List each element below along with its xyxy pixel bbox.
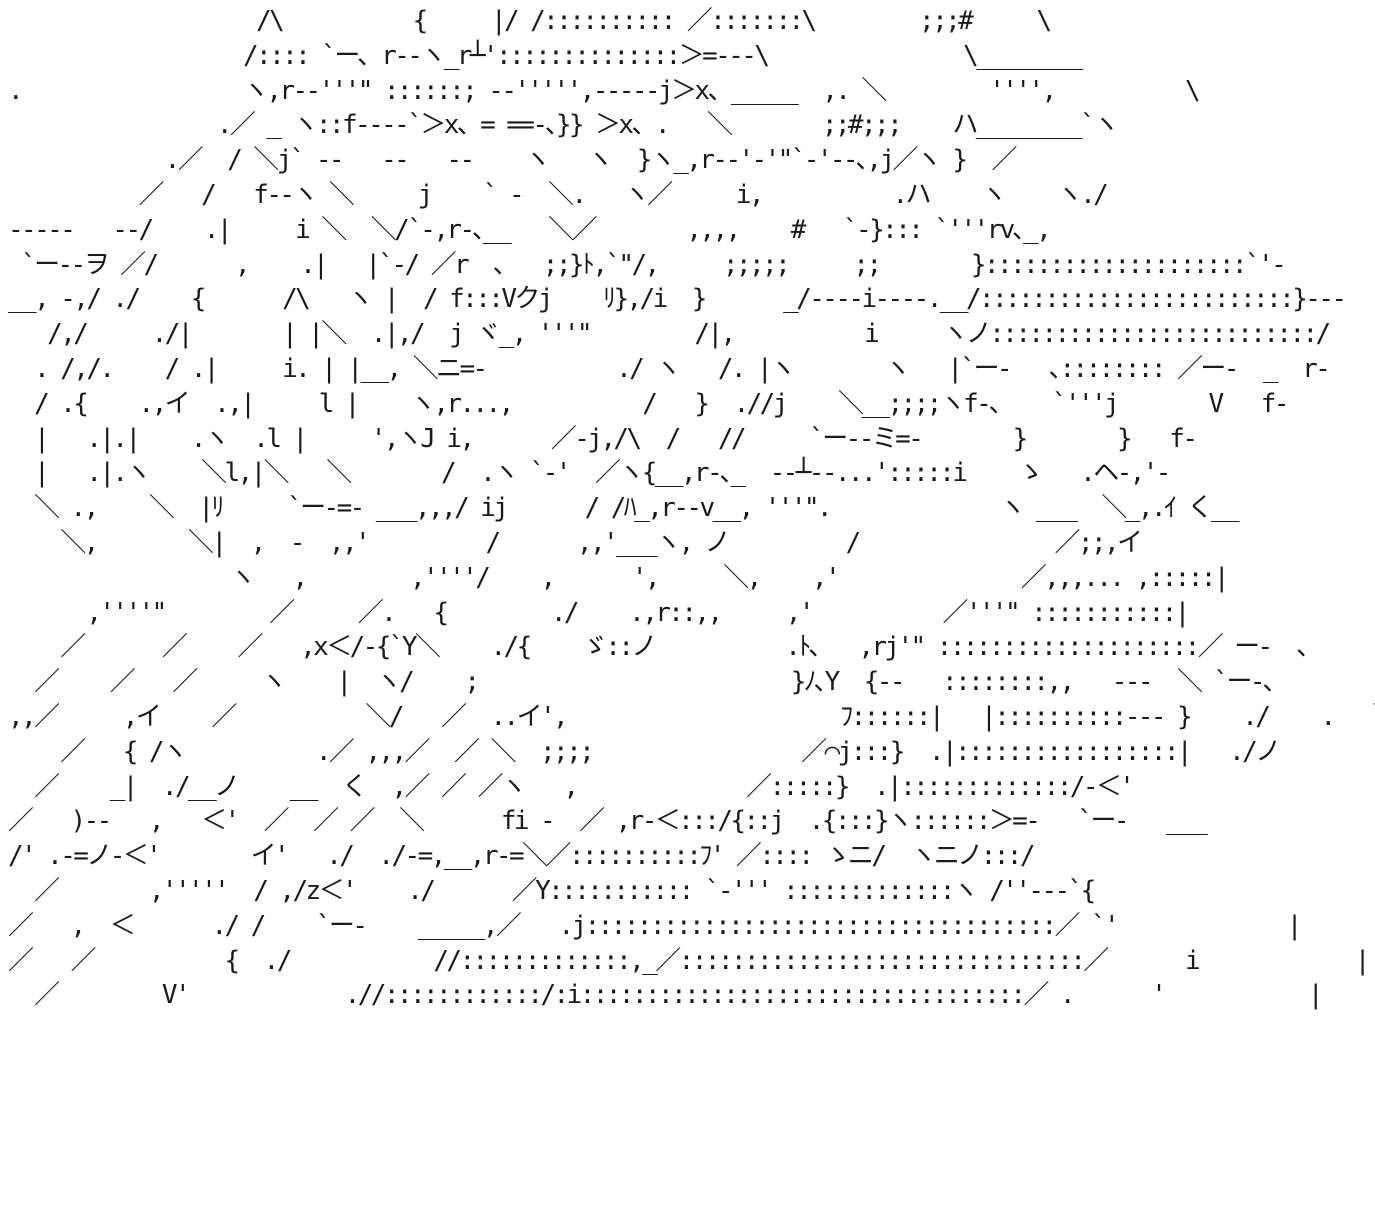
ascii-art-line: ＼ ., ＼ |ﾘ `ー‐=‐ ___,,,/ ij / /ﾊ_,r‐‐v__,… bbox=[8, 493, 1239, 524]
ascii-art-line: .／ _ ヽ::f‐‐‐‐`＞x、= ==‐､}} ＞x、. ＼ ;;#;;; … bbox=[8, 110, 1119, 141]
ascii-art-line: ／ )‐‐ , ＜' ／ ／ ／ ＼ fi ‐ ／ ,r‐＜:::/{::j .… bbox=[8, 806, 1208, 837]
ascii-art-line: ヽ , ,''''/ , ', ＼, ,' ／,,,... ,:::::| bbox=[8, 562, 1230, 593]
ascii-art-line: ／ ／ ／ ,x＜/‐{`Y＼ ./{ ゞ::ノ .ﾄ､ ,rj'" :::::… bbox=[8, 632, 1310, 663]
ascii-art-line: ＼, ＼| , ‐ ,,' / ,,'___ヽ, ノ / ／;;,イ bbox=[8, 527, 1143, 558]
ascii-art-line: / .{ .,イ .,| l | ヽ,r..., / } .//j ＼__;;;… bbox=[8, 388, 1289, 419]
ascii-art-line: ／ ／ { ./ //:::::::::::::,_／:::::::::::::… bbox=[8, 945, 1370, 976]
ascii-art-line: ‐‐‐-- ‐‐/ .| i ＼ ＼/`‐,r‐､__ ＼／ ,,,, # `‐… bbox=[8, 214, 1052, 245]
ascii-art-line: | .|.ヽ ＼l,|＼ ＼ / .ヽ `‐' ／ヽ{__,r‐､_ ‐‐┴‐‐… bbox=[8, 458, 1171, 489]
ascii-art: /\ { |/ /:::::::::: ／:::::::\ ;;;# \ /::… bbox=[8, 4, 1375, 1013]
ascii-art-line: ／ , ＜ ./ / `ー‐ _____,／ .j:::::::::::::::… bbox=[8, 910, 1302, 941]
ascii-art-line: ／ _| ./__ノ __ く ,／ ／ ／ヽ , ／:::::} .|::::… bbox=[8, 771, 1135, 802]
ascii-art-line: ,''''" ／ ／. { ./ .,r::,, ,' ／'''" ::::::… bbox=[8, 597, 1190, 628]
ascii-art-line: ／ ／ ／ ヽ | ヽ/ ; }ﾉ､Y {‐‐ ::::::::,, ‐‐‐ ＼… bbox=[8, 667, 1276, 698]
ascii-art-line: . ヽ,r‐‐'''" ::::::; ‐‐''''',‐‐‐‐‐j＞x、___… bbox=[8, 75, 1201, 106]
ascii-art-line: ／ ,''''' / ,/z＜' ./ ／Y::::::::::: `‐''' … bbox=[8, 875, 1096, 906]
ascii-art-line: . /,/. / .| i. | |__, ＼ニ=‐ ./ ヽ /. |ヽ ヽ … bbox=[8, 353, 1331, 384]
ascii-art-line: /' .‐=ノ‐＜' イ' ./ ./‐=,__,r‐=＼／::::::::::… bbox=[8, 841, 1036, 872]
ascii-art-line: ,,／ ,イ ／ ＼/ ／ ..イ', ﾌ::::::| |::::::::::… bbox=[8, 701, 1375, 732]
ascii-art-line: /,/ ./| | |＼ .|,/ j ヾ_, '''" /|, i ヽノ:::… bbox=[8, 319, 1331, 350]
ascii-art-line: .／ / ＼j` ‐‐ ‐‐ ‐‐ ヽ ヽ }ヽ_,r‐-'‐'"`-'‐‐､,… bbox=[8, 145, 1018, 176]
ascii-art-line: ／ { /ヽ .／ ,,,／ ／ ＼ ;;;; ／⌒j:::} .|::::::… bbox=[8, 736, 1281, 767]
ascii-art-line: `ー‐‐ヲ ／/ , .| |`‐/ ／r ､ ;;}ﾄ,`"/, ;;;;; … bbox=[8, 249, 1287, 280]
ascii-art-line: ／ / f‐‐ヽ ＼ j ` ‐ ＼. ヽ／ i, .ハ ヽ ヽ./ bbox=[8, 179, 1109, 210]
ascii-art-line: /:::: `ー､ r‐‐ヽ_r┴'::::::::::::::＞=‐‐-\ \… bbox=[8, 40, 1083, 71]
ascii-art-line: ／ V' .//::::::::::::/:i:::::::::::::::::… bbox=[8, 980, 1323, 1011]
ascii-art-line: | .|.| .ヽ .l | ',ヽJ i, ／‐j,/\ / // `ー‐‐ミ… bbox=[8, 423, 1198, 454]
ascii-art-line: __, ‐,/ ./ { /\ ヽ | / f:::Vクj ﾘ},/i } _/… bbox=[8, 284, 1347, 315]
ascii-art-line: /\ { |/ /:::::::::: ／:::::::\ ;;;# \ bbox=[8, 6, 1052, 36]
